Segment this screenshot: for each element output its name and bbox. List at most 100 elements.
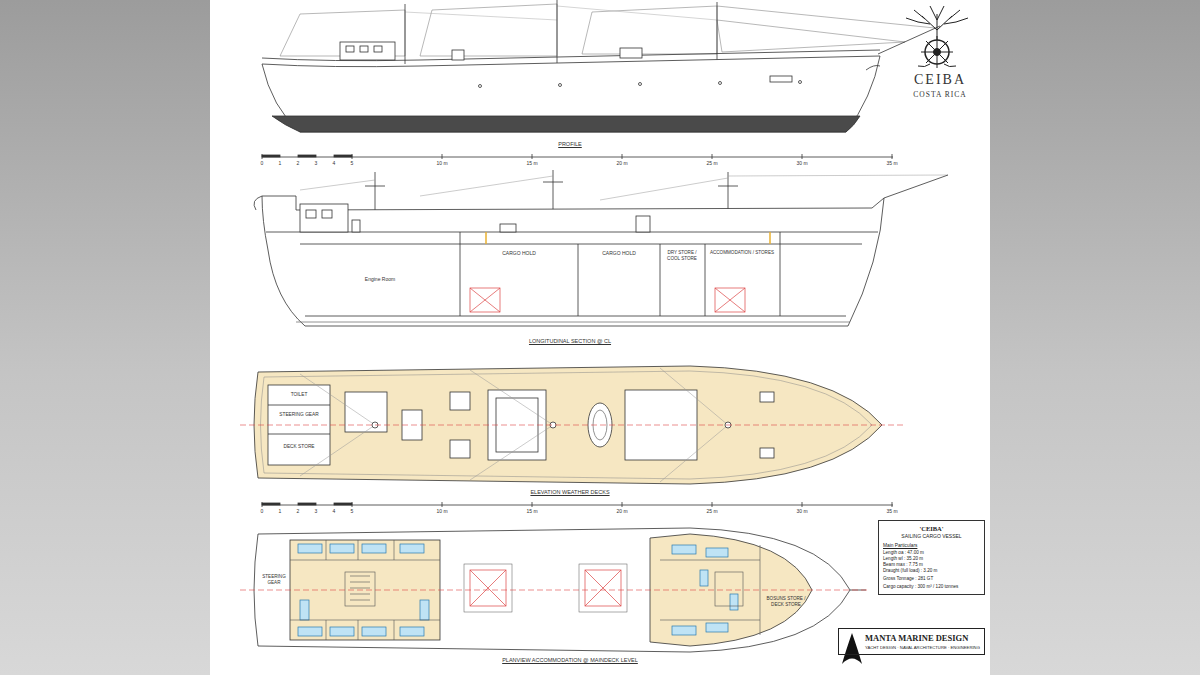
- drawing-rect: [420, 600, 429, 620]
- drawing-line: [802, 502, 803, 507]
- drawing-line: [485, 232, 487, 244]
- compartment-label: ACCOMMODATION / STORES: [708, 250, 776, 256]
- drawing-rect: [352, 220, 360, 232]
- drawing-line: [262, 157, 893, 158]
- scale-number: 25 m: [705, 160, 718, 166]
- scale-number: 35 m: [885, 160, 898, 166]
- scale-bar: [262, 502, 893, 507]
- drawing-line: [350, 576, 370, 577]
- drawing-rect: [470, 570, 506, 606]
- drawing-path: [717, 20, 905, 52]
- drawing-line: [660, 368, 728, 425]
- drawing-line: [470, 288, 500, 312]
- box-text: Main Particulars: [883, 543, 980, 549]
- drawing-rect: [306, 210, 316, 218]
- drawing-line: [715, 288, 745, 312]
- scale-number: 4: [332, 508, 337, 514]
- drawing-circle: [479, 85, 482, 88]
- drawing-path: [254, 196, 262, 210]
- drawing-line: [262, 505, 893, 506]
- drawing-line: [660, 560, 760, 561]
- profile-view: [262, 0, 940, 132]
- room-label: BOSUNS STORE / DECK STORE: [765, 596, 807, 607]
- drawing-line: [290, 560, 440, 561]
- drawing-path: [884, 175, 948, 198]
- drawing-circle: [559, 84, 562, 87]
- drawing-line: [460, 232, 461, 316]
- box-text: Beam max : 7.75 m: [883, 562, 980, 568]
- ceiba-logo: [906, 6, 968, 68]
- compartment-label: Engine Room: [364, 276, 396, 282]
- drawing-rect: [298, 627, 322, 636]
- section-view: [254, 170, 948, 326]
- drawing-rect: [760, 448, 774, 458]
- scale-number: 5: [350, 160, 355, 166]
- drawing-line: [326, 540, 327, 560]
- drawing-rect: [362, 544, 386, 553]
- scale-number: 10 m: [435, 508, 448, 514]
- drawing-line: [585, 570, 621, 606]
- drawing-line: [470, 425, 553, 480]
- drawing-rect: [345, 572, 375, 606]
- drawing-rect: [636, 216, 650, 232]
- scale-number: 1: [278, 160, 283, 166]
- drawing-path: [717, 6, 935, 28]
- drawing-line: [470, 288, 500, 312]
- drawing-path: [866, 66, 880, 71]
- drawing-rect: [400, 627, 424, 636]
- scale-number: 0: [260, 508, 265, 514]
- scale-bar: [262, 154, 893, 159]
- drawing-rect: [452, 50, 464, 60]
- drawing-circle: [719, 82, 722, 85]
- compartment-label: DRY STORE / COOL STORE: [661, 250, 703, 261]
- drawing-line: [660, 425, 728, 482]
- drawing-line: [470, 570, 506, 606]
- drawing-path: [906, 6, 968, 40]
- drawing-rect: [334, 155, 352, 157]
- drawing-line: [352, 154, 353, 159]
- drawing-line: [892, 154, 893, 159]
- drawing-circle: [639, 83, 642, 86]
- drawing-rect: [715, 572, 743, 606]
- drawing-line: [705, 244, 706, 316]
- drawing-rect: [730, 594, 738, 610]
- drawing-line: [394, 540, 395, 560]
- drawing-rect: [298, 155, 316, 157]
- drawing-rect: [262, 155, 280, 157]
- drawing-line: [712, 154, 713, 159]
- drawing-path: [600, 178, 728, 200]
- scale-number: 30 m: [795, 160, 808, 166]
- drawing-line: [350, 582, 370, 583]
- drawing-line: [300, 425, 375, 476]
- drawing-line: [350, 600, 370, 601]
- drawing-line: [470, 570, 506, 606]
- view-title: PROFILE: [558, 141, 582, 148]
- scale-number: 15 m: [525, 160, 538, 166]
- drawing-rect: [620, 48, 642, 58]
- manta-logo: [842, 633, 862, 664]
- logo-subtitle: COSTA RICA: [913, 90, 966, 99]
- drawing-line: [660, 244, 661, 316]
- drawing-line: [470, 370, 553, 425]
- drawing-rect: [300, 204, 348, 232]
- scale-number: 35 m: [885, 508, 898, 514]
- box-heading: MANTA MARINE DESIGN: [865, 633, 980, 644]
- drawing-path: [918, 64, 956, 67]
- drawing-line: [300, 374, 375, 425]
- drawing-path: [300, 180, 375, 190]
- logo-title: CEIBA: [914, 72, 966, 89]
- drawing-circle: [799, 81, 802, 84]
- drawing-path: [300, 244, 862, 245]
- drawing-path: [262, 56, 880, 132]
- compartment-label: CARGO HOLD: [601, 250, 637, 256]
- drawing-path: [878, 26, 940, 54]
- scale-number: 15 m: [525, 508, 538, 514]
- drawing-rect: [322, 210, 332, 218]
- drawing-line: [405, 4, 406, 64]
- drawing-line: [622, 502, 623, 507]
- drawing-rect: [706, 548, 728, 557]
- drawing-rect: [330, 544, 354, 553]
- drawing-line: [660, 620, 760, 621]
- scale-number: 30 m: [795, 508, 808, 514]
